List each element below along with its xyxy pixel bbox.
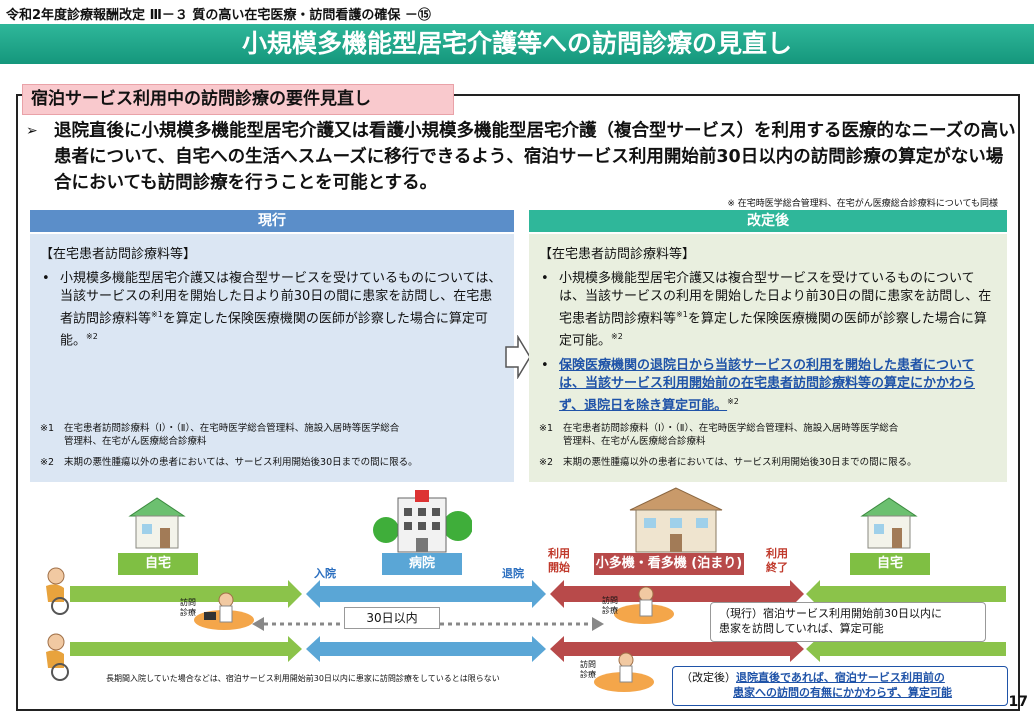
admission-label: 入院 xyxy=(314,565,336,581)
home-stay-arrow-left-2 xyxy=(70,636,304,662)
long-stay-note: 長期間入院していた場合などは、宿泊サービス利用開始前30日以内に患家に訪問診療を… xyxy=(106,674,500,684)
hospital-icon xyxy=(372,488,472,554)
current-callout: （現行）宿泊サービス利用開始前30日以内に 患家を訪問していれば、算定可能 xyxy=(710,602,986,642)
revised-header: 改定後 xyxy=(529,210,1007,232)
hospital-stay-arrow-2 xyxy=(306,636,546,662)
page-number: 17 xyxy=(1009,694,1028,710)
current-item: • 小規模多機能型居宅介護又は複合型サービスを受けているものについては、当該サー… xyxy=(40,270,504,351)
visit-label-2: 訪問 診療 xyxy=(602,596,618,616)
current-pane: 【在宅患者訪問診療料等】 • 小規模多機能型居宅介護又は複合型サービスを受けてい… xyxy=(30,234,514,482)
visit-label-3: 訪問 診療 xyxy=(580,660,596,680)
header-subtitle: 令和2年度診療報酬改定 Ⅲ－３ 質の高い在宅医療・訪問看護の確保 －⑮ xyxy=(6,4,431,23)
hospital-bar: 病院 xyxy=(382,553,462,575)
discharge-label: 退院 xyxy=(502,565,524,581)
home-bar-left: 自宅 xyxy=(118,553,198,575)
revised-heading: 【在宅患者訪問診療料等】 xyxy=(539,246,997,264)
home-bar-right: 自宅 xyxy=(850,553,930,575)
bullet-dot-icon: • xyxy=(42,270,50,288)
visit-label-1: 訪問 診療 xyxy=(180,598,196,618)
section-tag: 宿泊サービス利用中の訪問診療の要件見直し xyxy=(22,84,454,115)
service-bar: 小多機・看多機 (泊まり) xyxy=(594,553,744,575)
service-end-label: 利用 終了 xyxy=(766,547,788,575)
house-icon xyxy=(126,494,188,552)
care-facility-icon xyxy=(626,486,726,554)
house-icon xyxy=(858,494,920,552)
service-start-label: 利用 開始 xyxy=(548,547,570,575)
summary-bullet: ➢ 退院直後に小規模多機能型居宅介護又は看護小規模多機能型居宅介護（複合型サービ… xyxy=(26,118,1016,196)
revised-pane: 【在宅患者訪問診療料等】 • 小規模多機能型居宅介護又は複合型サービスを受けてい… xyxy=(529,234,1007,482)
summary-text: 退院直後に小規模多機能型居宅介護又は看護小規模多機能型居宅介護（複合型サービス）… xyxy=(54,118,1016,196)
thirty-days-label: 30日以内 xyxy=(344,607,440,629)
arrow-bullet-icon: ➢ xyxy=(26,118,38,144)
page-title: 小規模多機能型居宅介護等への訪問診療の見直し xyxy=(0,24,1034,64)
summary-note: ※ 在宅時医学総合管理料、在宅がん医療総合診療料についても同様 xyxy=(727,196,998,209)
revised-item-2: • 保険医療機関の退院日から当該サービスの利用を開始した患者については、当該サー… xyxy=(539,357,997,415)
hospital-stay-arrow xyxy=(306,580,546,608)
current-header: 現行 xyxy=(30,210,514,232)
transition-arrow-icon xyxy=(504,335,532,379)
bullet-dot-icon: • xyxy=(541,270,549,288)
revised-callout: （改定後）退院直後であれば、宿泊サービス利用前の 患家への訪問の有無にかかわらず… xyxy=(672,666,1008,706)
current-heading: 【在宅患者訪問診療料等】 xyxy=(40,246,504,264)
bullet-dot-icon: • xyxy=(541,357,549,375)
revised-item-1: • 小規模多機能型居宅介護又は複合型サービスを受けているものについては、当該サー… xyxy=(539,270,997,351)
